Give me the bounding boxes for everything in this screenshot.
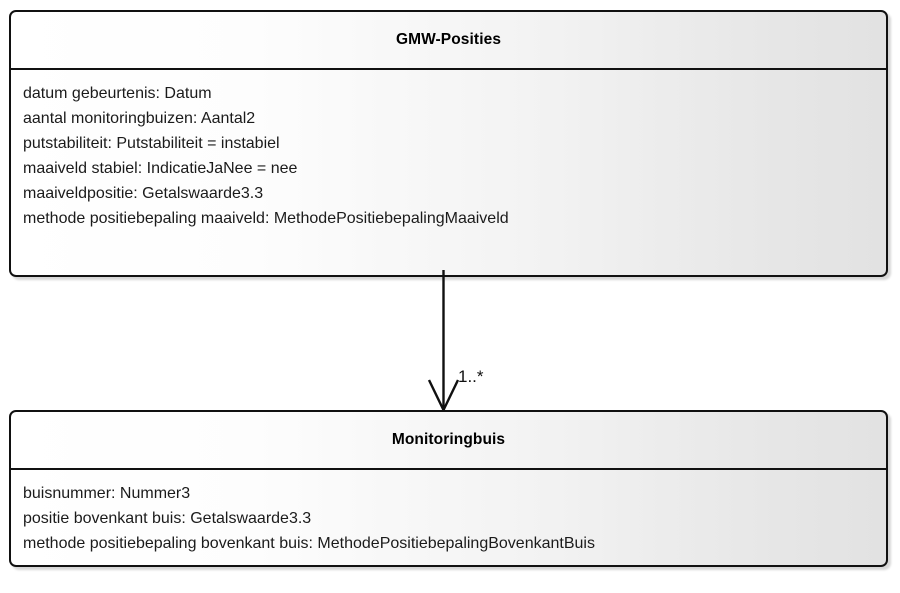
uml-class-name-monitoringbuis: Monitoringbuis xyxy=(11,412,886,470)
uml-attribute: maaiveld stabiel: IndicatieJaNee = nee xyxy=(23,160,298,177)
uml-attribute: positie bovenkant buis: Getalswaarde3.3 xyxy=(23,510,312,527)
uml-class-monitoringbuis[interactable]: Monitoringbuis buisnummer: Nummer3 posit… xyxy=(9,410,888,567)
arrowhead-icon xyxy=(427,379,460,413)
uml-attribute-compartment-gmw-posities: datum gebeurtenis: Datum aantal monitori… xyxy=(11,70,886,241)
uml-attribute: methode positiebepaling maaiveld: Method… xyxy=(23,210,509,227)
uml-attribute: aantal monitoringbuizen: Aantal2 xyxy=(23,110,256,127)
uml-attribute: datum gebeurtenis: Datum xyxy=(23,85,212,102)
multiplicity-label: 1..* xyxy=(458,367,484,386)
association-connector xyxy=(427,270,460,413)
uml-attribute: putstabiliteit: Putstabiliteit = instabi… xyxy=(23,135,280,152)
uml-attribute: maaiveldpositie: Getalswaarde3.3 xyxy=(23,185,264,202)
uml-class-gmw-posities[interactable]: GMW-Posities datum gebeurtenis: Datum aa… xyxy=(9,10,888,277)
uml-attribute: methode positiebepaling bovenkant buis: … xyxy=(23,535,595,552)
uml-attribute-compartment-monitoringbuis: buisnummer: Nummer3 positie bovenkant bu… xyxy=(11,470,886,565)
uml-class-name-gmw-posities: GMW-Posities xyxy=(11,12,886,70)
uml-attribute: buisnummer: Nummer3 xyxy=(23,485,191,502)
